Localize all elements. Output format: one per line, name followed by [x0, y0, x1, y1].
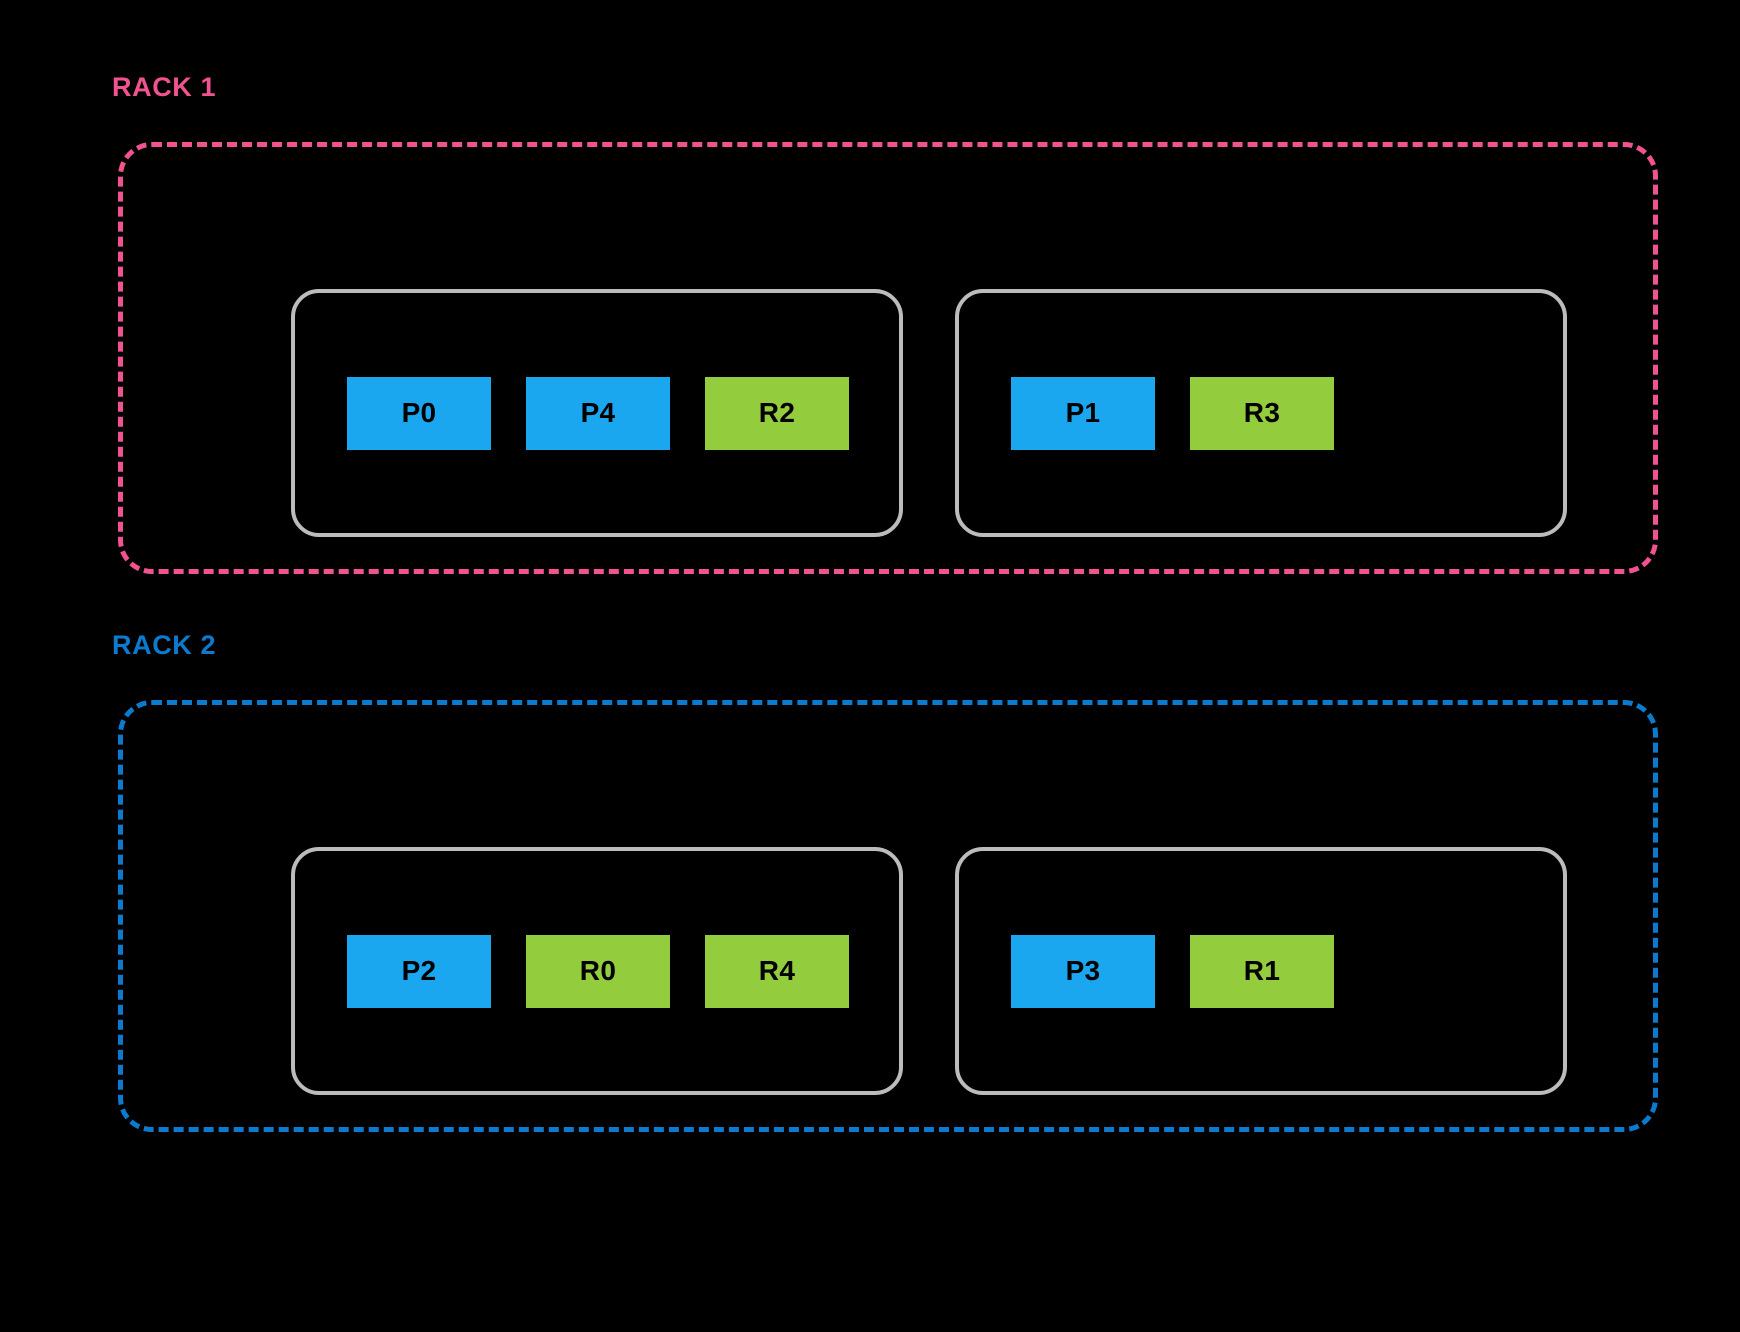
replica-chip-r1[interactable]: R1: [1190, 934, 1334, 1008]
replica-chip-r4[interactable]: R4: [705, 934, 849, 1008]
replica-chip-r0[interactable]: R0: [526, 934, 670, 1008]
rack-2-node-1: P2 R0 R4: [291, 847, 903, 1095]
rack-1-boundary: P0 P4 R2 P1 R3: [118, 142, 1658, 574]
rack-2-node-2: P3 R1: [955, 847, 1567, 1095]
partition-chip-p0[interactable]: P0: [347, 376, 491, 450]
rack-1-node-1-chips: P0 P4 R2: [347, 376, 849, 450]
partition-chip-p1[interactable]: P1: [1011, 376, 1155, 450]
rack-2-boundary: P2 R0 R4 P3 R1: [118, 700, 1658, 1132]
rack-1-label: RACK 1: [112, 72, 217, 102]
rack-2-label: RACK 2: [112, 630, 217, 660]
rack-2-node-1-chips: P2 R0 R4: [347, 934, 849, 1008]
rack-1-node-1: P0 P4 R2: [291, 289, 903, 537]
rack-1-node-2-chips: P1 R3: [1011, 376, 1334, 450]
replica-chip-r2[interactable]: R2: [705, 376, 849, 450]
partition-chip-p3[interactable]: P3: [1011, 934, 1155, 1008]
replica-chip-r3[interactable]: R3: [1190, 376, 1334, 450]
partition-chip-p4[interactable]: P4: [526, 376, 670, 450]
partition-chip-p2[interactable]: P2: [347, 934, 491, 1008]
rack-2-node-2-chips: P3 R1: [1011, 934, 1334, 1008]
rack-1-node-2: P1 R3: [955, 289, 1567, 537]
